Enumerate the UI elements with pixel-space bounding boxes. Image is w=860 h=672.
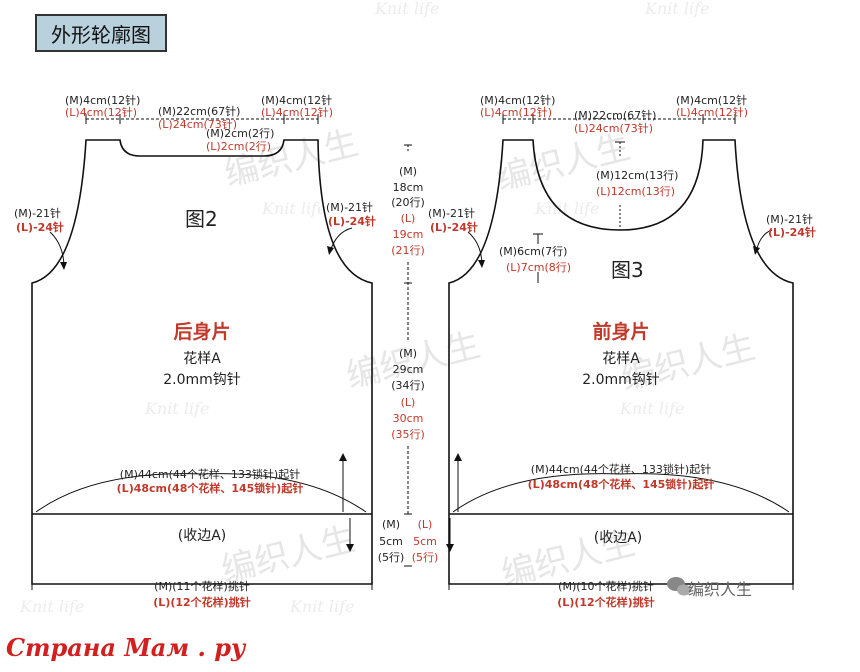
svg-text:5cm: 5cm: [379, 535, 403, 548]
front-armhole-left-m: (M)-21针: [428, 206, 475, 220]
back-chain-l: (L)48cm(48个花样、145锁针)起针: [117, 481, 304, 495]
front-chain-m: (M)44cm(44个花样、133锁针)起针: [531, 462, 711, 476]
back-pickup-l: (L)(12个花样)挑针: [153, 595, 250, 609]
front-neck-depth-l: (L)12cm(13行): [596, 185, 675, 198]
back-shoulder-right-m: (M)4cm(12针: [261, 93, 332, 107]
back-neck-l: (L)24cm(73针): [158, 117, 237, 131]
middle-labels: (M) 18cm (20行) (L) 19cm (21行) (M) 29cm (…: [378, 165, 439, 564]
front-piece-name: 前身片: [592, 320, 649, 343]
arm-height-m: (M): [399, 165, 417, 178]
watermark-text: Knit life: [374, 0, 440, 18]
watermark-text: Knit life: [19, 597, 85, 616]
svg-text:18cm: 18cm: [393, 181, 424, 194]
front-shoulder-left-l: (L)4cm(12针): [480, 105, 552, 119]
svg-text:19cm: 19cm: [393, 228, 424, 241]
back-shoulder-left-l: (L)4cm(12针): [65, 105, 137, 119]
front-armhole-right-l: (L)-24针: [768, 225, 816, 239]
back-chain-m: (M)44cm(44个花样、133锁针)起针: [120, 467, 300, 481]
back-armhole-left-m: (M)-21针: [14, 206, 61, 220]
front-pattern: 花样A: [602, 351, 640, 367]
back-labels: (M)4cm(12针) (L)4cm(12针) (M)22cm(67针) (L)…: [14, 93, 376, 609]
diagram-title: 外形轮廓图: [35, 14, 167, 52]
body-height-m: (M): [399, 347, 417, 360]
front-armhole-depth-m: (M)6cm(7行): [499, 245, 567, 258]
back-pattern: 花样A: [183, 351, 221, 367]
front-figure-number: 图3: [611, 258, 644, 282]
back-shoulder-left-m: (M)4cm(12针): [65, 93, 140, 107]
edge-height-l: (L): [418, 518, 433, 531]
svg-text:(21行): (21行): [391, 244, 425, 257]
arrow-head: [346, 544, 354, 552]
svg-text:5cm: 5cm: [413, 535, 437, 548]
back-edge-label: (收边A): [178, 528, 227, 544]
front-pickup-m: (M)(10个花样)挑针: [558, 579, 654, 593]
svg-text:(35行): (35行): [391, 428, 425, 441]
watermark-text: Knit life: [619, 399, 685, 418]
arrow-head: [339, 453, 347, 461]
back-outline: [31, 139, 373, 585]
arrow-head: [446, 544, 454, 552]
back-neck-depth-l: (L)2cm(2行): [206, 140, 271, 153]
middle-dimensions: [404, 144, 412, 567]
back-shoulder-right-l: (L)4cm(12针): [261, 105, 333, 119]
site-watermark: Страна Мам . ру: [6, 633, 246, 662]
svg-text:(34行): (34行): [391, 379, 425, 392]
svg-text:(20行): (20行): [391, 196, 425, 209]
front-shoulder-right-l: (L)4cm(12针): [676, 105, 748, 119]
back-neck-m: (M)22cm(67针): [158, 104, 240, 118]
watermark-text: Knit life: [261, 199, 327, 218]
arrow-head: [454, 453, 462, 461]
watermark-text: Knit life: [289, 597, 355, 616]
front-neck-l: (L)24cm(73针): [574, 121, 653, 135]
credit-label: 编织人生: [688, 580, 753, 599]
front-hook: 2.0mm钩针: [582, 372, 660, 388]
front-neck-m: (M)22cm(67针): [574, 108, 656, 122]
svg-text:29cm: 29cm: [393, 363, 424, 376]
watermark-text: Knit life: [534, 199, 600, 218]
front-armhole-left-l: (L)-24针: [430, 220, 478, 234]
svg-text:(5行): (5行): [412, 551, 439, 564]
front-chain-arc: [452, 473, 790, 513]
back-armhole-right-m: (M)-21针: [326, 200, 373, 214]
front-edge-label: (收边A): [594, 530, 643, 546]
back-piece: [31, 114, 373, 590]
back-hook: 2.0mm钩针: [163, 372, 241, 388]
watermark-text: Knit life: [144, 399, 210, 418]
back-armhole-right-l: (L)-24针: [328, 214, 376, 228]
front-piece: [446, 114, 794, 590]
back-figure-number: 图2: [185, 207, 218, 231]
front-pickup-l: (L)(12个花样)挑针: [557, 595, 654, 609]
front-shoulder-left-m: (M)4cm(12针): [480, 93, 555, 107]
front-neck-depth-m: (M)12cm(13行): [596, 169, 678, 182]
front-shoulder-right-m: (M)4cm(12针: [676, 93, 747, 107]
body-height-l: (L): [401, 396, 416, 409]
back-neck-depth-m: (M)2cm(2行): [206, 127, 274, 140]
back-pickup-m: (M)(11个花样)挑针: [154, 579, 250, 593]
front-armhole-right-m: (M)-21针: [766, 212, 813, 226]
back-chain-arc: [35, 473, 367, 513]
wechat-icon: [667, 577, 691, 596]
watermark-text: Knit life: [644, 0, 710, 18]
svg-text:30cm: 30cm: [393, 412, 424, 425]
back-piece-name: 后身片: [173, 320, 230, 343]
arm-height-l: (L): [401, 212, 416, 225]
back-armhole-left-l: (L)-24针: [16, 220, 64, 234]
edge-height-m: (M): [382, 518, 400, 531]
svg-text:(5行): (5行): [378, 551, 405, 564]
front-chain-l: (L)48cm(48个花样、145锁针)起针: [528, 477, 715, 491]
front-armhole-depth-l: (L)7cm(8行): [506, 261, 571, 274]
front-labels: (M)4cm(12针) (L)4cm(12针) (M)22cm(67针) (L)…: [428, 93, 816, 609]
